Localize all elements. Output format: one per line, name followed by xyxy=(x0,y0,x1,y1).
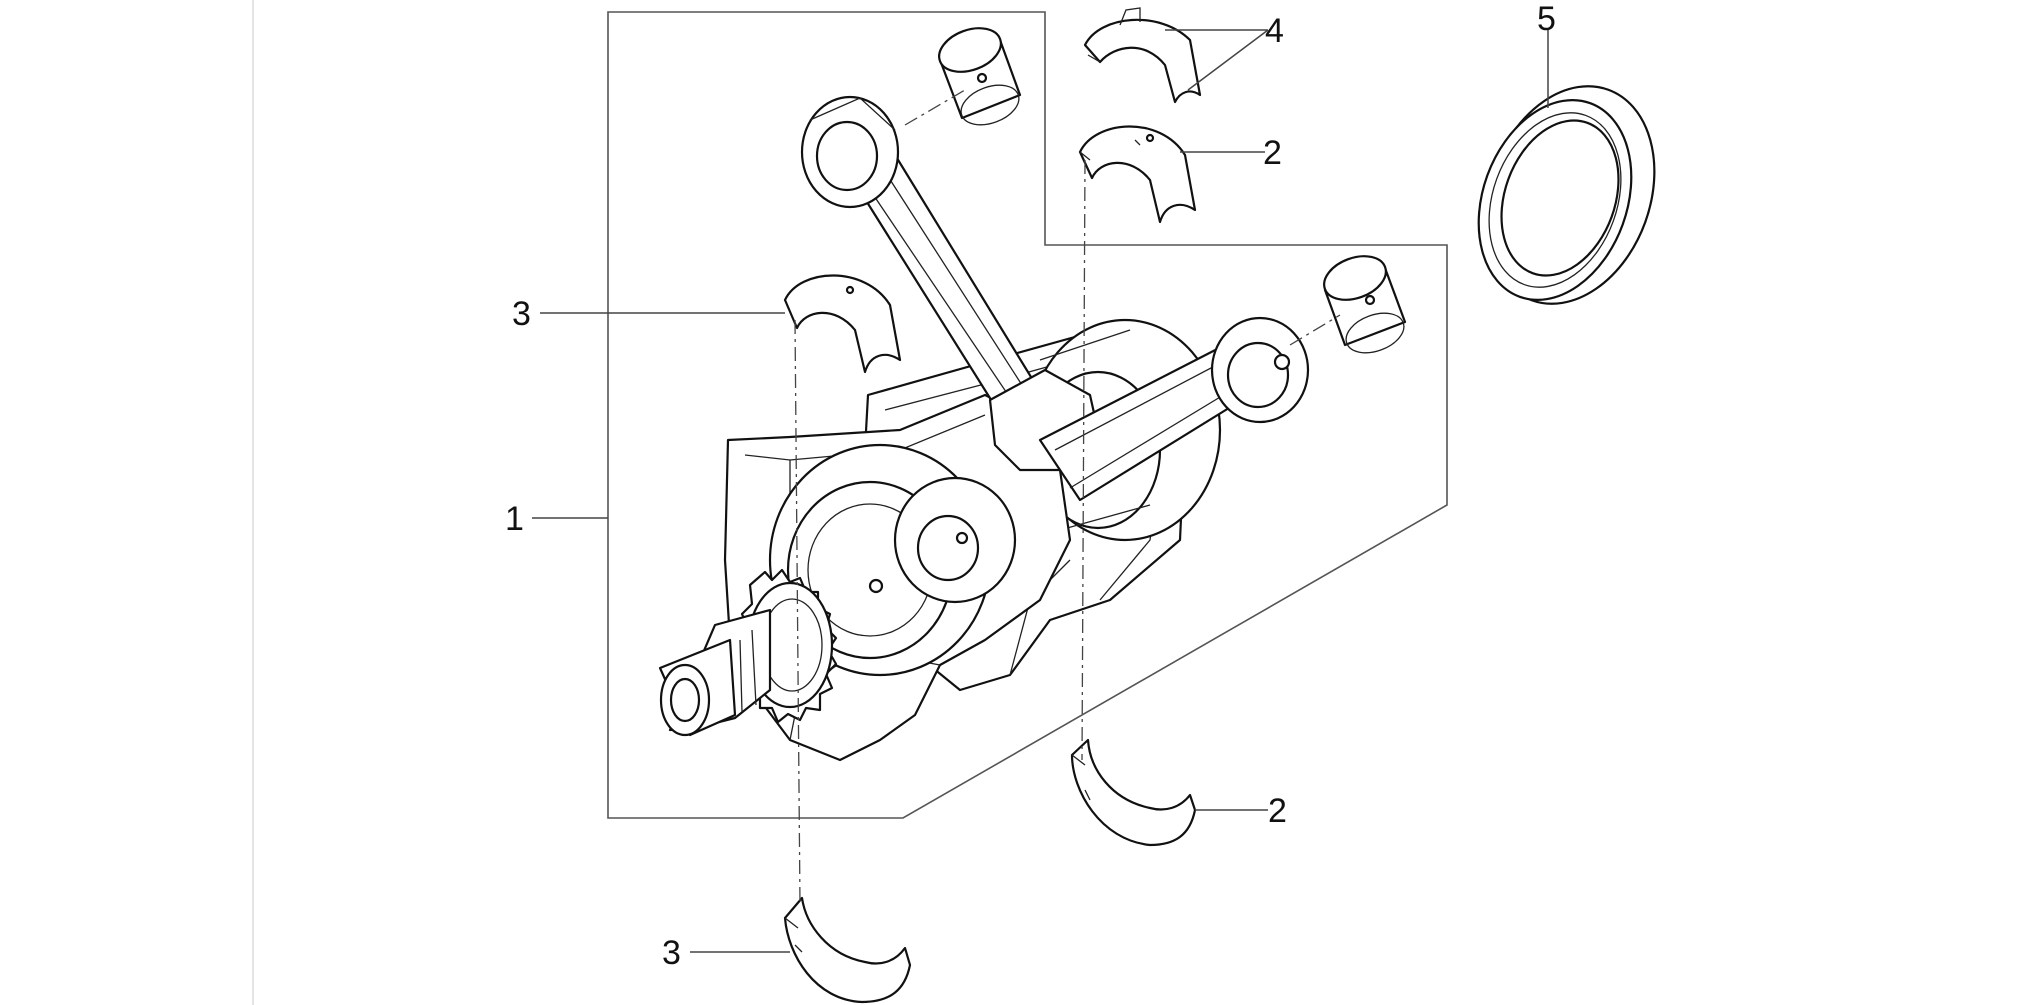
axis-line xyxy=(1081,159,1086,761)
axis-line xyxy=(794,319,801,906)
crankshaft-assembly xyxy=(658,318,1222,762)
piston-pin-bushing xyxy=(1323,255,1407,354)
callout-4: 4 xyxy=(1265,12,1284,50)
callout-5: 5 xyxy=(1537,0,1556,38)
main-bearing-shell xyxy=(1070,738,1197,847)
rod-bearing-shell xyxy=(783,274,902,374)
rod-bearing-shell xyxy=(783,896,912,1004)
axis-line xyxy=(1289,314,1341,346)
assembly-frame xyxy=(607,11,1448,819)
main-bearing-shell xyxy=(1078,125,1197,224)
thrust-washer xyxy=(1083,7,1202,104)
callout-3-bottom: 3 xyxy=(662,934,681,972)
callout-1: 1 xyxy=(505,500,524,538)
axis-line xyxy=(904,89,966,126)
piston-pin-bushing xyxy=(938,27,1022,126)
connecting-rod xyxy=(1038,316,1310,502)
callout-2-bottom: 2 xyxy=(1268,792,1287,830)
oil-seal xyxy=(1477,85,1656,305)
leader-line-4 xyxy=(1165,29,1269,91)
callout-2-top: 2 xyxy=(1263,134,1282,172)
connecting-rod xyxy=(800,95,1102,472)
callout-3-top: 3 xyxy=(512,295,531,333)
